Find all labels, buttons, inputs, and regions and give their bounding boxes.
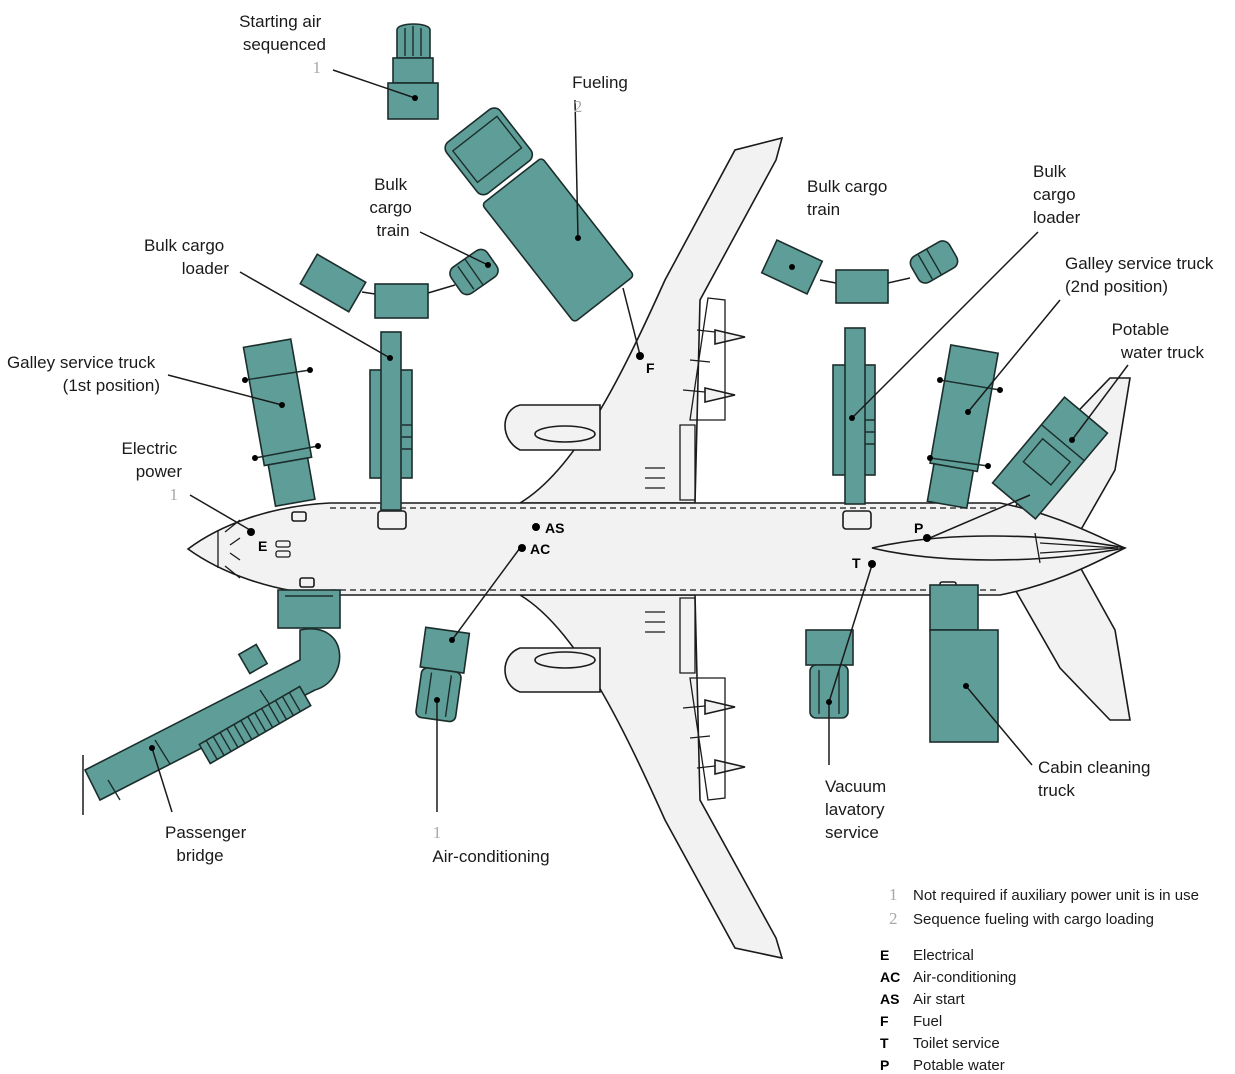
- label-galley-truck-2nd: Galley service truck (2nd position): [1065, 254, 1218, 296]
- legend-text: Fuel: [913, 1013, 942, 1030]
- label-vacuum-lavatory: Vacuum lavatory service: [825, 777, 891, 842]
- code-f: F: [646, 360, 655, 376]
- aft-cargo-door: [842, 510, 872, 530]
- electric-power-unit: [277, 589, 341, 629]
- vacuum-lavatory-truck: [805, 629, 854, 719]
- label-electric-power: Electric power: [122, 439, 183, 481]
- legend-code: F: [880, 1013, 889, 1029]
- note-fueling: 2: [574, 97, 583, 116]
- label-starting-air: Starting air sequenced: [239, 12, 326, 54]
- code-ac: AC: [530, 541, 550, 557]
- legend-code: T: [880, 1035, 889, 1051]
- note-electric-power: 1: [170, 485, 179, 504]
- service-points: [149, 95, 1075, 751]
- label-fueling: Fueling: [572, 73, 628, 92]
- fuel-truck: [444, 107, 634, 322]
- label-cabin-cleaning: Cabin cleaning truck: [1038, 758, 1155, 800]
- service-point-e: [247, 528, 255, 536]
- galley-truck-1st: [242, 338, 321, 508]
- note-air-conditioning: 1: [433, 823, 442, 842]
- note-starting-air: 1: [313, 58, 322, 77]
- legend-code: AS: [880, 991, 899, 1007]
- note-1-number: 1: [889, 885, 898, 904]
- legend-text: Electrical: [913, 947, 974, 964]
- service-point-p: [923, 534, 931, 542]
- flap-fairing: [714, 328, 746, 346]
- legend: E Electrical AC Air-conditioning AS Air …: [880, 947, 1016, 1074]
- tail-cone: [871, 535, 1126, 561]
- flap-fairing: [704, 386, 736, 404]
- galley-truck-2nd: [926, 343, 1003, 510]
- forward-cargo-door: [377, 510, 407, 530]
- label-bulk-cargo-loader-right: Bulk cargo loader: [1033, 162, 1081, 227]
- label-air-conditioning: Air-conditioning: [432, 847, 549, 866]
- label-bulk-cargo-train-right: Bulk cargo train: [807, 177, 892, 219]
- upper-wing: [517, 136, 784, 504]
- flap-fairing: [704, 698, 736, 716]
- aircraft: [186, 136, 1131, 960]
- note-2-number: 2: [889, 909, 898, 928]
- legend-text: Air start: [913, 991, 966, 1008]
- label-passenger-bridge: Passenger bridge: [165, 823, 251, 865]
- starting-air-unit: [387, 23, 439, 120]
- bulk-cargo-train-left: [299, 248, 499, 319]
- legend-text: Air-conditioning: [913, 969, 1016, 986]
- legend-code: AC: [880, 969, 900, 985]
- code-e: E: [258, 538, 267, 554]
- note-2-text: Sequence fueling with cargo loading: [913, 911, 1154, 928]
- potable-water-truck: [991, 395, 1109, 521]
- passenger-bridge: [82, 628, 341, 815]
- lower-wing: [517, 594, 784, 960]
- service-point-ac: [518, 544, 526, 552]
- code-as: AS: [545, 520, 564, 536]
- bulk-cargo-loader-left: [369, 331, 413, 511]
- legend-code: P: [880, 1057, 889, 1073]
- service-point-as: [532, 523, 540, 531]
- service-point-t: [868, 560, 876, 568]
- air-conditioning-truck: [415, 626, 471, 723]
- door: [291, 511, 307, 522]
- flap-fairing: [714, 758, 746, 776]
- code-t: T: [852, 555, 861, 571]
- bulk-cargo-train-right: [760, 239, 959, 304]
- label-bulk-cargo-train-left: Bulk cargo train: [369, 175, 416, 240]
- note-1-text: Not required if auxiliary power unit is …: [913, 887, 1199, 904]
- label-galley-truck-1st: Galley service truck (1st position): [7, 353, 160, 395]
- notes: 1 Not required if auxiliary power unit i…: [889, 885, 1199, 928]
- service-point-f: [636, 352, 644, 360]
- cabin-cleaning-truck: [929, 584, 999, 743]
- code-p: P: [914, 520, 923, 536]
- bulk-cargo-loader-right: [832, 327, 876, 505]
- legend-text: Potable water: [913, 1057, 1005, 1074]
- door: [299, 577, 315, 588]
- label-bulk-cargo-loader-left: Bulk cargo loader: [144, 236, 229, 278]
- upper-engine-inlet: [534, 425, 596, 443]
- legend-code: E: [880, 947, 889, 963]
- leader-lines: [151, 69, 1129, 813]
- label-potable-water-truck: Potable water truck: [1112, 320, 1205, 362]
- legend-text: Toilet service: [913, 1035, 1000, 1052]
- lower-engine-inlet: [534, 651, 596, 669]
